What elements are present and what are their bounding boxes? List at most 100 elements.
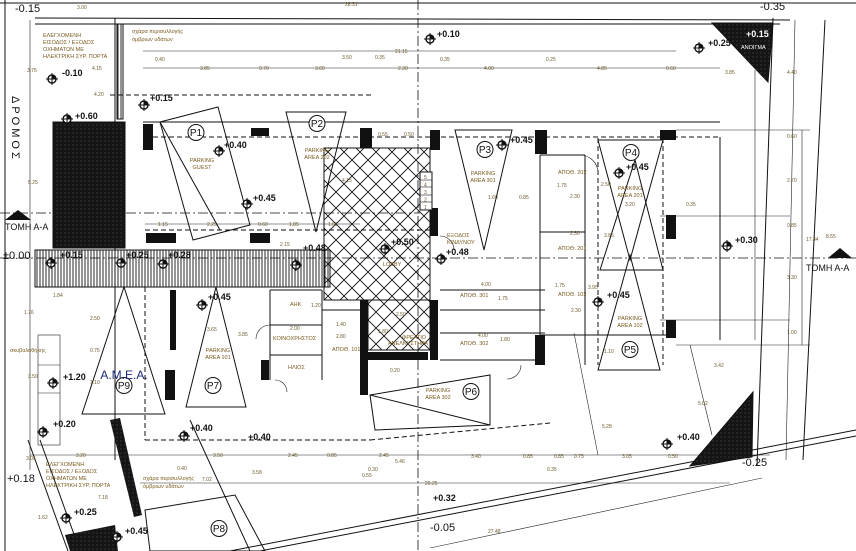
dimension-label: 0.55	[362, 473, 372, 479]
elevation-label: +0.40	[190, 423, 213, 433]
dimension-label: 1.84	[53, 293, 63, 299]
storage-room-label: ΑΠΟΘ. 102	[558, 292, 586, 298]
parking-number-circle	[308, 115, 326, 132]
elevation-label: -0.05	[430, 522, 455, 534]
elevation-label: +0.18	[7, 473, 35, 485]
dimension-label: 5.25	[28, 180, 38, 186]
parking-number-circle	[210, 520, 228, 537]
elevation-label: +1.20	[63, 372, 86, 382]
dimension-label: 3.95	[588, 285, 598, 291]
stair-steps	[419, 171, 433, 211]
dimension-label: 0.30	[368, 467, 378, 473]
elevation-label: -0.10	[62, 68, 83, 78]
dimension-label: 0.85	[519, 195, 529, 201]
dimension-label: 1.00	[787, 330, 797, 336]
dimension-label: 0.35	[547, 467, 557, 473]
elevation-marker-icon	[613, 167, 625, 179]
elevation-marker-icon	[721, 240, 733, 252]
dimension-label: 0.50	[404, 132, 414, 138]
dimension-label: 0.75	[90, 348, 100, 354]
stair-step-number: 2	[424, 198, 427, 204]
walls	[143, 124, 676, 400]
stair-step-number: 3	[424, 190, 427, 196]
gate-note-bottom: ΕΙΣΟΔΟΣ / ΕΞΟΔΟΣ	[46, 469, 98, 475]
emergency-exit-label: ΕΞΟΔΟΣ	[447, 233, 470, 239]
dimension-label: 3.85	[200, 66, 210, 72]
elevation-label: +0.48	[446, 247, 469, 257]
parking-number-circle	[622, 144, 640, 161]
parking-label: PARKING	[426, 388, 450, 394]
dimension-label: 4.85	[597, 66, 607, 72]
elevation-marker-icon	[46, 73, 58, 85]
gate-note-top: ΗΛΕΚΤΡΙΚΗ ΣΥΡ. ΠΟΡΤΑ	[43, 54, 108, 60]
dimension-label: 2.30	[570, 231, 580, 237]
elevation-label: +0.50	[391, 237, 414, 247]
grate-note-bottom: σχάρα περισυλλογής	[143, 475, 194, 482]
grate-note-top: όμβριων υδάτων	[132, 36, 173, 43]
dimension-label: 0.35	[375, 55, 385, 61]
bins-label: σκυβαλοθήκης	[10, 347, 46, 354]
dimension-label: 1.10	[604, 349, 614, 355]
dimension-label: 8.55	[826, 234, 836, 240]
dimension-label: 4.40	[787, 70, 797, 76]
dimension-label: 0.75	[574, 454, 584, 460]
stair-step-number: 4	[424, 183, 427, 189]
grate-note-bottom: όμβριων υδάτων	[143, 483, 184, 490]
parking-number-circle	[204, 377, 222, 394]
dimension-label: 3.60	[315, 66, 325, 72]
road-label: ΔΡΟΜΟΣ	[9, 96, 21, 162]
dimension-label: 2.25	[207, 222, 217, 228]
storage-room-label: ΑΠΟΘ. 201	[558, 246, 586, 252]
dimension-label: 1.80	[378, 329, 388, 335]
dimension-label: 4.20	[94, 92, 104, 98]
dimension-label: 20.25	[425, 481, 438, 487]
parking-id: P6	[465, 387, 478, 398]
dimension-label: 2.45	[379, 453, 389, 459]
dimension-label: 0.20	[390, 368, 400, 374]
elevation-label: +0.15	[60, 250, 83, 260]
stair-step-number: 1	[424, 205, 427, 211]
dimension-label: 2.70	[787, 178, 797, 184]
storage-room-label: ΑΠΟΘ. 202	[558, 170, 586, 176]
dimension-label: 2.45	[288, 453, 298, 459]
elevation-marker-icon	[37, 426, 49, 438]
dimension-label: 0.85	[523, 454, 533, 460]
parking-label: PARKING	[206, 348, 230, 354]
dimension-label: 4.00	[478, 333, 488, 339]
elevation-marker-icon	[60, 512, 72, 524]
parking-label: PARKING	[618, 316, 642, 322]
elevation-marker-icon	[661, 438, 673, 450]
elevation-marker-icon	[45, 257, 57, 269]
dimension-label: 5.02	[698, 401, 708, 407]
elevation-marker-icon	[379, 243, 391, 255]
parking-id: P4	[625, 148, 638, 159]
opening-label: ΑΝΟΙΓΜΑ	[741, 45, 766, 51]
dimension-label: 3.50	[342, 55, 352, 61]
dimension-label: 1.85	[289, 222, 299, 228]
elevation-label: +0.48	[303, 243, 326, 253]
dimension-label: 1.20	[311, 303, 321, 309]
elevation-marker-icon	[115, 257, 127, 269]
elevation-marker-icon	[290, 259, 302, 271]
elevation-label: +0.40	[677, 432, 700, 442]
elevation-label: +0.15	[746, 29, 769, 39]
drawing-texts: -0.15-0.35-0.10+0.60+0.15+0.10+0.25+0.15…	[3, 1, 849, 537]
stair-step-number: 5	[424, 175, 427, 181]
dimension-label: 3.00	[77, 5, 87, 11]
elevator-shaft-label: ΑΝΕΛΚΥΣΤΗΡΑ	[388, 341, 428, 347]
dimension-label: 3.20	[625, 202, 635, 208]
dimension-label: 0.70	[259, 66, 269, 72]
dimension-label: 2.50	[90, 316, 100, 322]
elevator-shaft-label: ΦΡΕΑΤΙΟ	[402, 335, 427, 341]
accessible-parking-label: A.M.E.A.	[100, 368, 147, 382]
parking-label: PARKING	[618, 186, 642, 192]
elevation-label: +0.40	[248, 432, 271, 442]
dimension-label: 4.15	[92, 66, 102, 72]
parking-label: AREA 202	[304, 155, 329, 161]
dimension-label: 0.55	[378, 132, 388, 138]
parking-id: P5	[624, 345, 637, 356]
dimension-label: 0.25	[546, 57, 556, 63]
dimension-label: 0.40	[177, 466, 187, 472]
section-label-right: ΤΟΜΗ Α-Α	[806, 263, 849, 273]
